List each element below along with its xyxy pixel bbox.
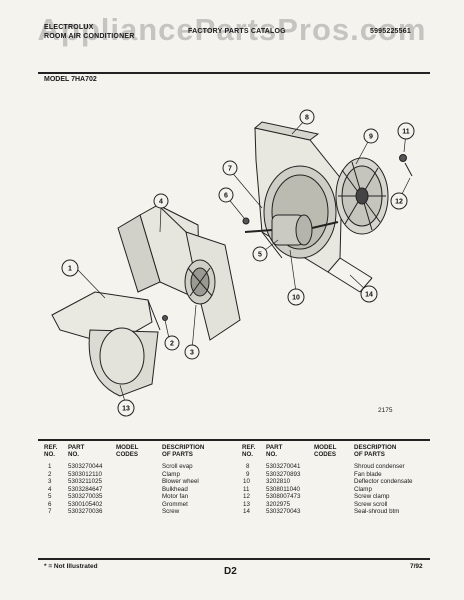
- catalog-title: FACTORY PARTS CATALOG: [188, 28, 286, 35]
- svg-text:5: 5: [258, 252, 262, 259]
- watermark: AppliancePartsPros.com: [37, 12, 427, 47]
- brand-line-2: ROOM AIR CONDITIONER: [44, 33, 135, 40]
- header-desc: DESCRIPTION OF PARTS: [354, 444, 397, 458]
- clamp-small-drawing: [162, 315, 168, 321]
- callout-14: 14: [360, 285, 378, 303]
- callout-10: 10: [287, 288, 305, 306]
- footer-rule: [38, 558, 430, 560]
- svg-text:7: 7: [228, 166, 232, 173]
- parts-table-right: REF. NO. PART NO. MODEL CODES DESCRIPTIO…: [242, 444, 413, 515]
- motor-fan-drawing: [244, 214, 339, 246]
- callout-13: 13: [117, 399, 135, 417]
- header-part: PART NO.: [68, 444, 85, 458]
- header-ref: REF. NO.: [44, 444, 58, 458]
- svg-text:13: 13: [122, 406, 130, 413]
- header-part: PART NO.: [266, 444, 283, 458]
- callout-9: 9: [363, 128, 379, 144]
- svg-text:3: 3: [190, 350, 194, 357]
- callout-1: 1: [61, 259, 79, 277]
- exploded-parts-diagram: 1 2 3 4 5 6 7 8 9 10 11 12 13 14 2175: [51, 109, 415, 417]
- print-date: 7/92: [410, 563, 423, 570]
- callout-5: 5: [252, 246, 268, 262]
- grommet-drawing: [242, 217, 250, 225]
- page-number: D2: [224, 566, 237, 577]
- figure-number: 2175: [378, 407, 393, 414]
- svg-text:1: 1: [68, 266, 72, 273]
- parts-table-left: REF. NO. PART NO. MODEL CODES DESCRIPTIO…: [44, 444, 205, 515]
- header-desc: DESCRIPTION OF PARTS: [162, 444, 205, 458]
- svg-text:2: 2: [170, 341, 174, 348]
- callout-12: 12: [390, 192, 408, 210]
- callout-11: 11: [397, 122, 415, 140]
- svg-text:4: 4: [159, 199, 163, 206]
- brand-line-1: ELECTROLUX: [44, 24, 94, 31]
- table-top-rule: [38, 439, 430, 441]
- svg-text:11: 11: [402, 129, 410, 136]
- screw-clamp-drawing: [404, 162, 413, 177]
- callout-4: 4: [153, 193, 169, 209]
- catalog-number: 5995225561: [370, 28, 411, 35]
- blower-wheel-drawing: [184, 259, 216, 305]
- callout-2: 2: [164, 335, 180, 351]
- model-label: MODEL 7HA702: [44, 76, 97, 83]
- svg-text:8: 8: [305, 115, 309, 122]
- top-rule: [38, 72, 430, 74]
- fan-blade-drawing: [335, 157, 389, 235]
- svg-text:14: 14: [365, 292, 373, 299]
- header-ref: REF. NO.: [242, 444, 256, 458]
- svg-text:6: 6: [224, 193, 228, 200]
- callout-3: 3: [184, 344, 200, 360]
- header-model: MODEL CODES: [116, 444, 139, 458]
- not-illustrated-note: * = Not Illustrated: [44, 563, 98, 570]
- scroll-evap-drawing: [51, 291, 161, 397]
- clamp-drawing: [399, 154, 407, 162]
- svg-text:12: 12: [395, 199, 403, 206]
- callout-7: 7: [222, 160, 238, 176]
- callout-8: 8: [299, 109, 315, 125]
- svg-text:10: 10: [292, 295, 300, 302]
- svg-text:9: 9: [369, 134, 373, 141]
- callout-6: 6: [218, 187, 234, 203]
- header-model: MODEL CODES: [314, 444, 337, 458]
